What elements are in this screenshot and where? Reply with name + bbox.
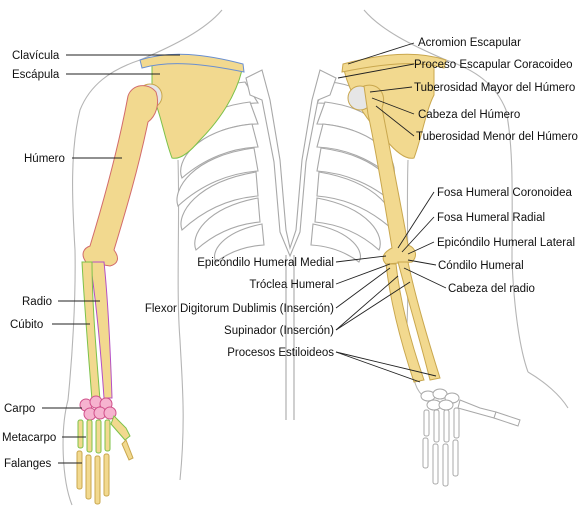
label-escapula: Escápula <box>12 69 60 81</box>
label-tuberosidad-mayor: Tuberosidad Mayor del Húmero <box>414 82 575 94</box>
label-cubito: Cúbito <box>10 319 43 331</box>
label-cabeza-radio: Cabeza del radio <box>448 283 535 295</box>
label-epicondilo-medial: Epicóndilo Humeral Medial <box>197 257 334 269</box>
label-epicondilo-lateral: Epicóndilo Humeral Lateral <box>437 237 575 249</box>
right-hand <box>420 388 521 487</box>
left-hand <box>76 395 134 505</box>
label-fosa-coronoidea: Fosa Humeral Coronoidea <box>437 187 572 199</box>
label-coracoideo: Proceso Escapular Coracoideo <box>414 59 573 71</box>
label-acromion: Acromion Escapular <box>418 37 521 49</box>
label-falanges: Falanges <box>4 458 52 470</box>
humerus-right <box>363 84 416 265</box>
phalanges-left <box>76 439 134 505</box>
rib-cage <box>176 69 399 420</box>
label-supinador: Supinador (Inserción) <box>224 325 334 337</box>
leader-lines <box>42 42 447 464</box>
humerus-left <box>82 85 159 267</box>
carpals-left <box>79 395 117 421</box>
clavicle-left <box>139 53 245 73</box>
left-forearm <box>81 261 113 401</box>
ulna-right <box>385 263 425 383</box>
labels-right: Acromion Escapular Proceso Escapular Cor… <box>414 37 578 295</box>
metacarpals-left <box>77 415 131 454</box>
label-estiloideos: Procesos Estiloideos <box>227 347 334 359</box>
label-humero: Húmero <box>24 153 65 165</box>
label-flexor: Flexor Digitorum Dublimis (Inserción) <box>145 303 334 315</box>
label-clavicula: Clavícula <box>12 50 60 62</box>
left-shoulder <box>82 53 245 267</box>
label-metacarpo: Metacarpo <box>2 432 56 444</box>
radius-right <box>397 261 441 381</box>
label-condilo: Cóndilo Humeral <box>438 260 524 272</box>
labels-center: Epicóndilo Humeral Medial Tróclea Humera… <box>145 257 334 359</box>
label-radio: Radio <box>22 296 52 308</box>
label-troclea: Tróclea Humeral <box>249 279 334 291</box>
label-fosa-radial: Fosa Humeral Radial <box>437 212 545 224</box>
label-cabeza-humero: Cabeza del Húmero <box>418 109 520 121</box>
label-tuberosidad-menor: Tuberosidad Menor del Húmero <box>416 131 578 143</box>
label-carpo: Carpo <box>4 403 35 415</box>
right-forearm <box>385 261 441 383</box>
labels-left: Clavícula Escápula Húmero Radio Cúbito C… <box>2 50 65 470</box>
clavicle-right <box>341 53 447 73</box>
